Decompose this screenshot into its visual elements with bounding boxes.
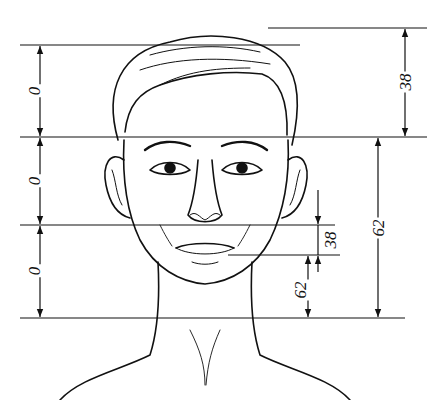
dimension-value: 38: [396, 72, 415, 93]
dimension-value: 38: [321, 230, 340, 251]
dimension-value: 0: [25, 175, 44, 188]
dimension-value: 62: [291, 280, 310, 301]
dimension-value: 0: [25, 85, 44, 98]
dimension-value: 62: [369, 218, 388, 239]
dimension-value: 0: [25, 265, 44, 278]
